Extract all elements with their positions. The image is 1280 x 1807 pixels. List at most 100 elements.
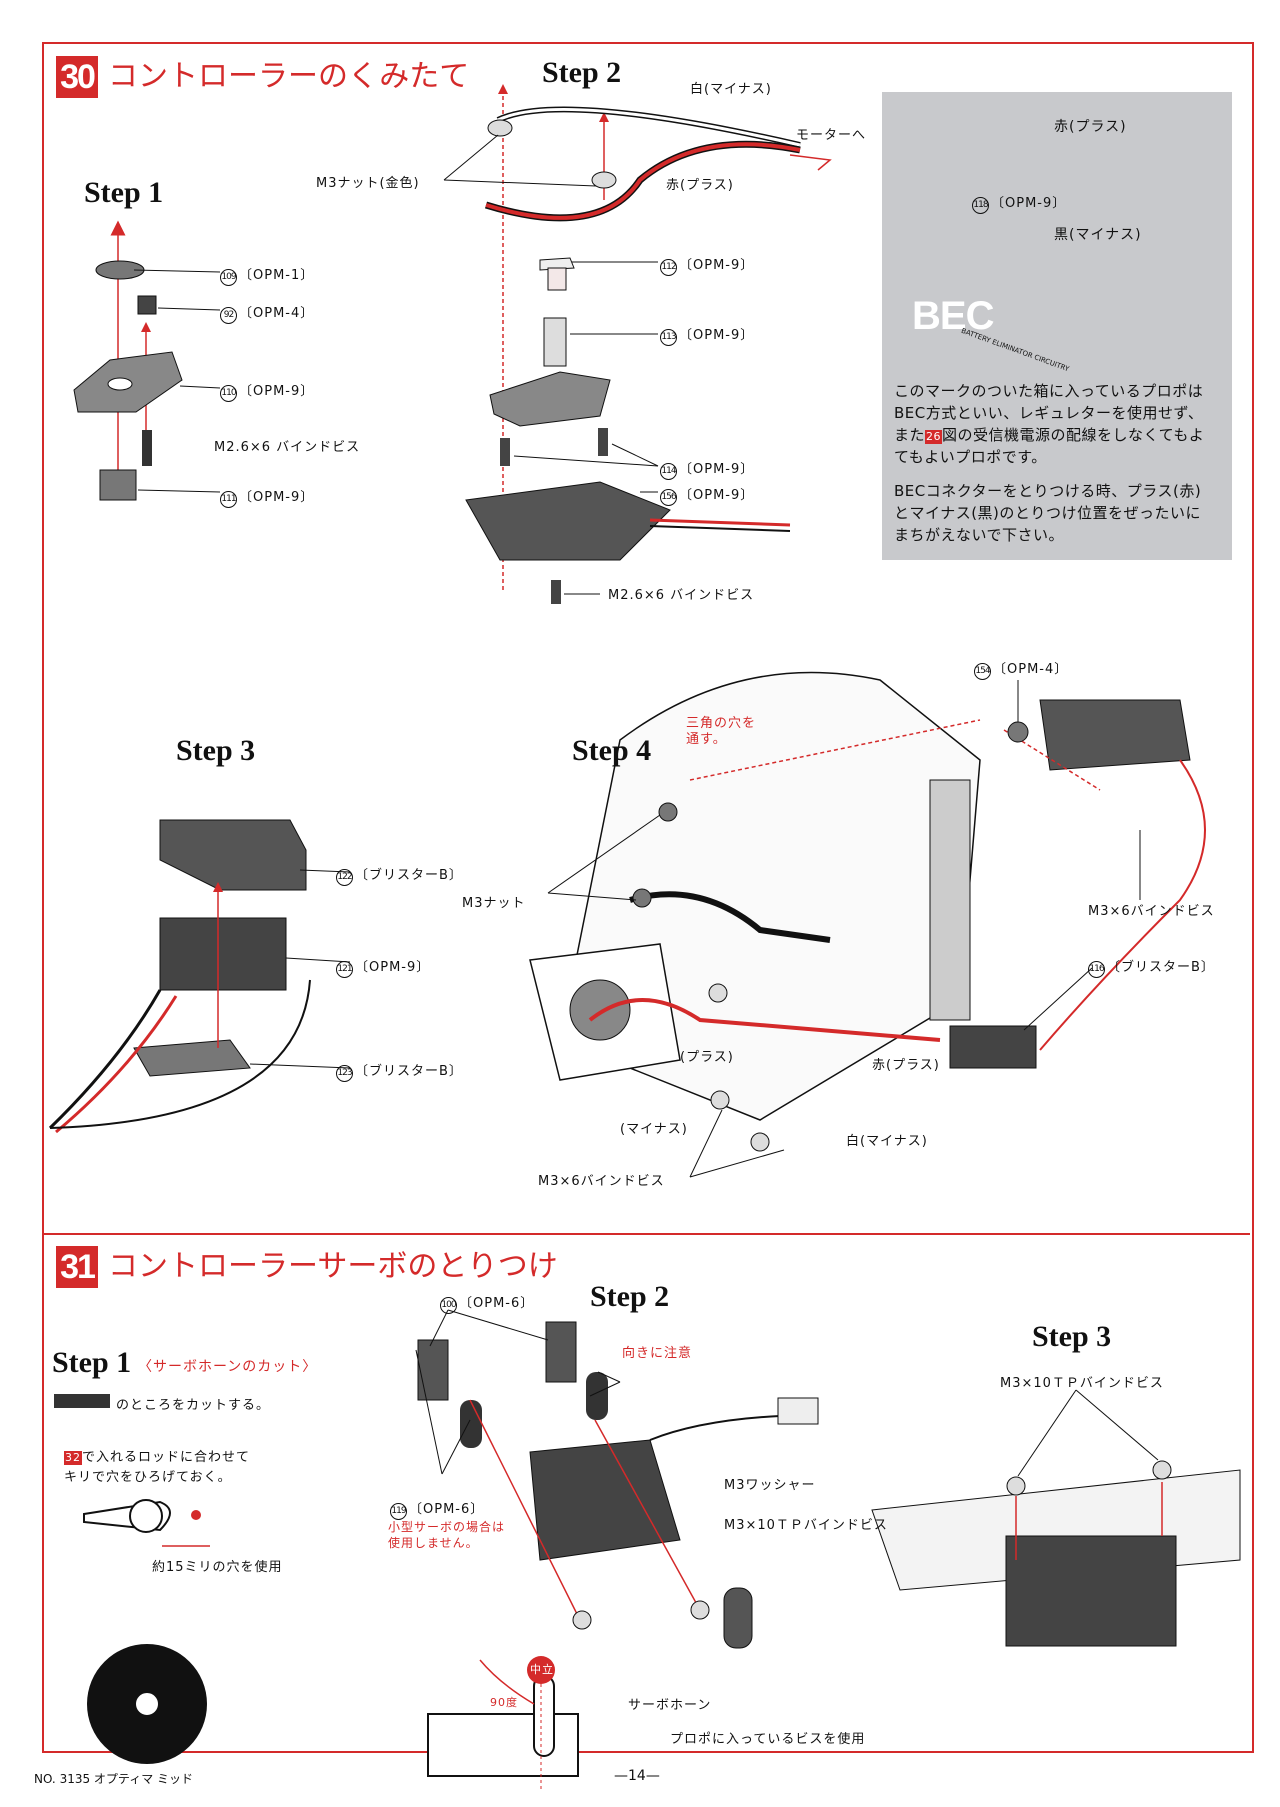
bec-paragraph-2: BECコネクターをとりつける時、プラス(赤) とマイナス(黒)のとりつけ位置をぜ… xyxy=(894,480,1224,546)
bec-line: とマイナス(黒)のとりつけ位置をぜったいに xyxy=(894,504,1202,522)
white-minus-label: 白(マイナス) xyxy=(690,82,772,97)
hole-size-label: 約15ミリの穴を使用 xyxy=(152,1560,283,1575)
bec-line: BECコネクターをとりつける時、プラス(赤) xyxy=(894,482,1202,500)
part-number: 118 xyxy=(972,197,989,214)
part-ref: 〔OPM-9〕 xyxy=(679,488,755,503)
s30-step4-white-minus-label: 白(マイナス) xyxy=(846,1134,928,1149)
section-30-number: 30 xyxy=(56,56,98,98)
part-number: 109 xyxy=(220,269,237,286)
part-154-label: 154〔OPM-4〕 xyxy=(974,658,1068,680)
bec-line: また xyxy=(894,426,926,444)
step2-exploded-drawing xyxy=(443,84,832,604)
part-ref: 〔OPM-4〕 xyxy=(239,306,315,321)
bec-paragraph-1: このマークのついた箱に入っているプロポは BEC方式といい、レギュレターを使用せ… xyxy=(894,380,1224,468)
s30-step4-red-plus-label: 赤(プラス) xyxy=(872,1058,940,1073)
part-116-label: 116〔ブリスターB〕 xyxy=(1088,956,1215,978)
bec-line: 図の受信機電源の配線をしなくてもよ xyxy=(942,426,1205,444)
m3-washer-label: M3ワッシャー xyxy=(724,1478,816,1493)
part-number: 113 xyxy=(660,329,677,346)
rod-note-line-1: 32で入れるロッドに合わせて xyxy=(64,1446,250,1465)
s30-step4-title: Step 4 xyxy=(572,734,652,767)
ref-badge: 26 xyxy=(925,430,943,444)
part-113-label: 113〔OPM-9〕 xyxy=(660,324,754,346)
small-servo-note-1: 小型サーボの場合は xyxy=(388,1520,506,1534)
part-109-label: 109〔OPM-1〕 xyxy=(220,264,314,286)
part-ref: 〔OPM-1〕 xyxy=(239,268,315,283)
part-118-label: 118〔OPM-9〕 xyxy=(972,192,1066,214)
part-ref: 〔OPM-6〕 xyxy=(459,1296,535,1311)
triangle-hole-hint-2: 通す。 xyxy=(686,732,727,747)
part-number: 92 xyxy=(220,307,237,324)
part-ref: 〔OPM-9〕 xyxy=(355,960,431,975)
servo-horn-drawing xyxy=(54,1394,210,1764)
s31-step2-title: Step 2 xyxy=(590,1280,670,1313)
s30-step1-title: Step 1 xyxy=(84,176,164,209)
triangle-hole-hint-1: 三角の穴を xyxy=(686,716,757,731)
servo-mount-drawing xyxy=(415,1309,819,1790)
part-number: 100 xyxy=(440,1297,457,1314)
section-31-number: 31 xyxy=(56,1246,98,1288)
rod-note-line-2: キリで穴をひろげておく。 xyxy=(64,1470,232,1485)
s30-step4-minus-label: (マイナス) xyxy=(620,1122,688,1137)
bec-description: このマークのついた箱に入っているプロポは BEC方式といい、レギュレターを使用せ… xyxy=(894,380,1224,558)
bec-logo: BEC xyxy=(912,294,994,338)
to-motor-label: モーターへ xyxy=(796,128,867,143)
s31-step2-screw-label: M3×10ＴＰバインドビス xyxy=(724,1518,888,1533)
s30-step4-nut-label: M3ナット xyxy=(462,896,526,911)
part-ref: 〔ブリスターB〕 xyxy=(355,1064,463,1079)
part-119-label: 119〔OPM-6〕 xyxy=(390,1498,484,1520)
cut-instruction: のところをカットする。 xyxy=(116,1398,271,1413)
part-ref: 〔OPM-9〕 xyxy=(991,196,1067,211)
s30-step4-screw-bottom-label: M3×6バインドビス xyxy=(538,1174,665,1189)
s31-step3-screw-label: M3×10ＴＰバインドビス xyxy=(1000,1376,1164,1391)
chassis-step4-drawing xyxy=(529,671,1206,1178)
part-number: 121 xyxy=(336,961,353,978)
part-number: 112 xyxy=(660,259,677,276)
part-ref: 〔OPM-9〕 xyxy=(239,384,315,399)
part-ref: 〔OPM-4〕 xyxy=(993,662,1069,677)
part-121-label: 121〔OPM-9〕 xyxy=(336,956,430,978)
orientation-note: 向きに注意 xyxy=(622,1346,693,1361)
ref-badge: 32 xyxy=(64,1451,82,1465)
part-156-label: 156〔OPM-9〕 xyxy=(660,484,754,506)
footer-model: NO. 3135 オプティマ ミッド xyxy=(34,1772,194,1786)
part-number: 110 xyxy=(220,385,237,402)
step1-exploded-drawing xyxy=(73,220,221,501)
bec-line: てもよいプロポです。 xyxy=(894,448,1047,466)
s30-step1-screw-label: M2.6×6 バインドビス xyxy=(214,440,361,455)
part-number: 111 xyxy=(220,491,237,508)
part-number: 116 xyxy=(1088,961,1105,978)
part-ref: 〔OPM-6〕 xyxy=(409,1502,485,1517)
m3-nut-gold-label: M3ナット(金色) xyxy=(316,176,420,191)
part-number: 156 xyxy=(660,489,677,506)
small-servo-note-2: 使用しません。 xyxy=(388,1536,479,1550)
part-ref: 〔ブリスターB〕 xyxy=(1107,960,1215,975)
bec-info-panel xyxy=(882,92,1232,560)
servo-installed-drawing xyxy=(871,1389,1241,1647)
section-31-title: コントローラーサーボのとりつけ xyxy=(108,1249,558,1284)
part-ref: 〔OPM-9〕 xyxy=(679,328,755,343)
part-ref: 〔OPM-9〕 xyxy=(679,462,755,477)
servo-horn-cut-subtitle: 〈サーボホーンのカット〉 xyxy=(138,1359,318,1375)
part-112-label: 112〔OPM-9〕 xyxy=(660,254,754,276)
part-ref: 〔OPM-9〕 xyxy=(239,490,315,505)
part-100-label: 100〔OPM-6〕 xyxy=(440,1292,534,1314)
bec-line: まちがえないで下さい。 xyxy=(894,526,1065,544)
ninety-degree-label: 90度 xyxy=(490,1696,518,1709)
part-number: 123 xyxy=(336,1065,353,1082)
s31-step1-title: Step 1 xyxy=(52,1346,132,1379)
s30-step2-title: Step 2 xyxy=(542,56,622,89)
part-110-label: 110〔OPM-9〕 xyxy=(220,380,314,402)
controller-step3-drawing xyxy=(48,819,351,1134)
bec-minus-label: 黒(マイナス) xyxy=(1054,227,1142,243)
rod-note-text: で入れるロッドに合わせて xyxy=(82,1450,251,1465)
neutral-label: 中立 xyxy=(530,1663,554,1676)
red-plus-label: 赤(プラス) xyxy=(666,178,734,193)
part-122-label: 122〔ブリスターB〕 xyxy=(336,864,463,886)
part-123-label: 123〔ブリスターB〕 xyxy=(336,1060,463,1082)
s30-step3-title: Step 3 xyxy=(176,734,256,767)
page-frame xyxy=(42,42,1254,1753)
s30-step4-plus-label: (プラス) xyxy=(680,1050,734,1065)
page-number: —14— xyxy=(614,1768,660,1784)
